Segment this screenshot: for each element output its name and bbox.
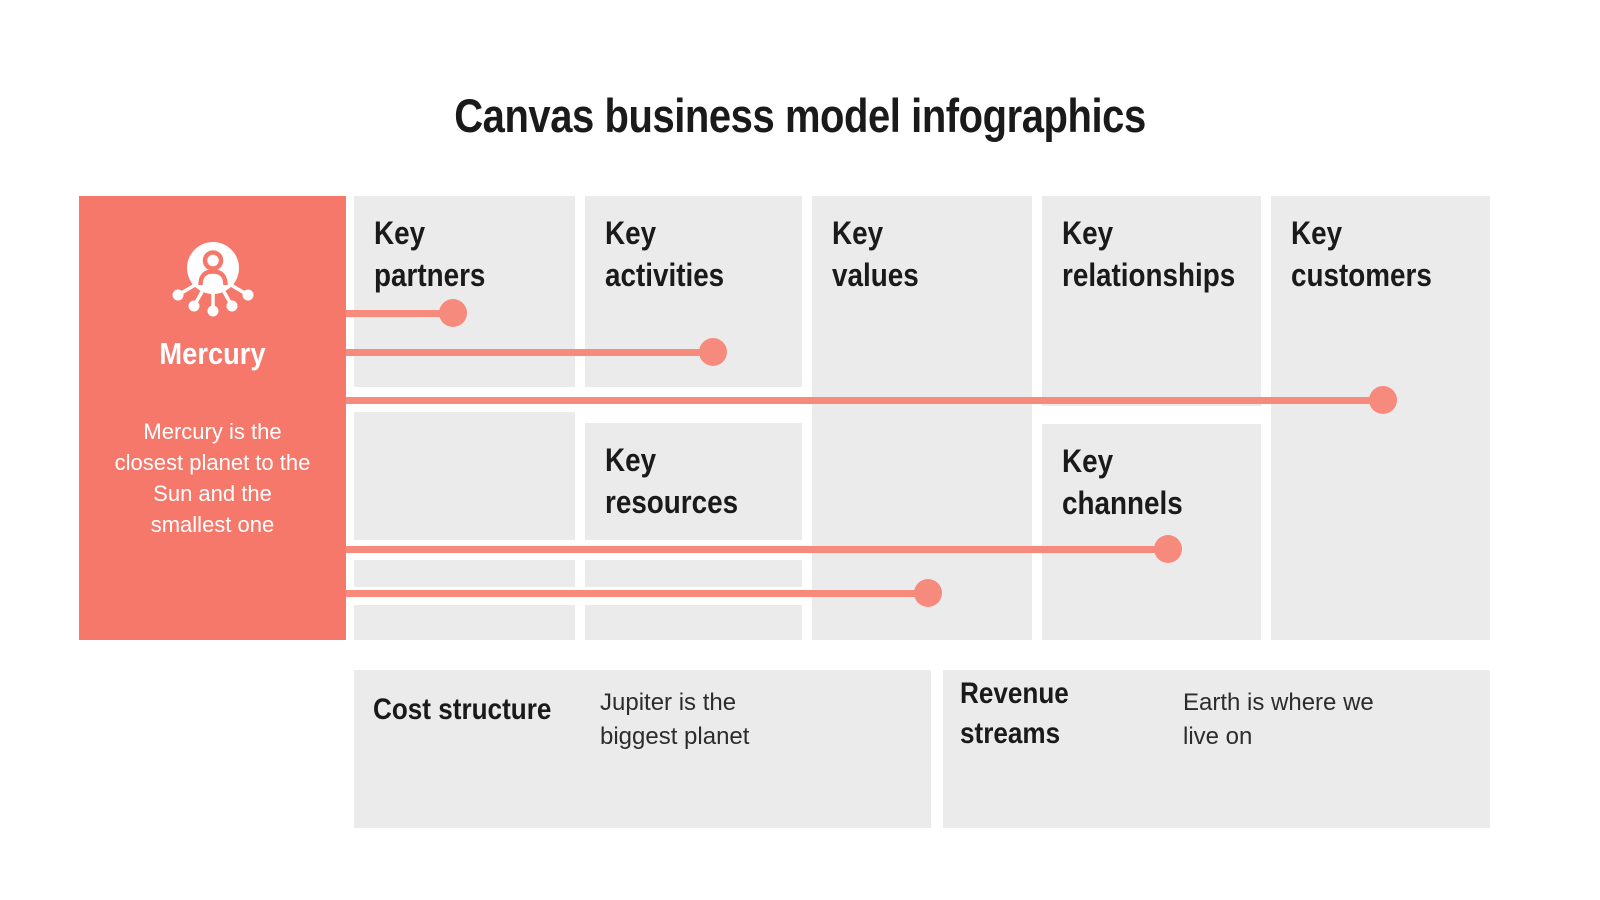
box-revenue-streams: Revenue streams Earth is where we live o… bbox=[943, 670, 1490, 828]
box-key-values-label: Key values bbox=[832, 215, 919, 293]
box-key-partners-label: Key partners bbox=[374, 215, 486, 293]
box-key-values: Key values bbox=[812, 196, 1032, 640]
box-cost-structure: Cost structure Jupiter is the biggest pl… bbox=[354, 670, 931, 828]
card-description: Mercury is the closest planet to the Sun… bbox=[114, 419, 311, 537]
connector-line-key-partners bbox=[340, 309, 453, 317]
box-key-partners: Key partners bbox=[354, 196, 575, 387]
box-key-channels-label: Key channels bbox=[1062, 443, 1183, 521]
box-key-resources: Key resources bbox=[585, 423, 802, 540]
card-heading: Mercury bbox=[159, 336, 266, 371]
box-key-customers-label: Key customers bbox=[1291, 215, 1432, 293]
connector-dot-key-partners bbox=[439, 299, 467, 327]
mercury-card: Mercury Mercury is the closest planet to… bbox=[79, 196, 346, 640]
cost-structure-text: Jupiter is the biggest planet bbox=[600, 689, 750, 750]
connector-dot-key-activities bbox=[699, 338, 727, 366]
box-key-partners-lower bbox=[354, 412, 575, 540]
people-network-icon bbox=[165, 238, 261, 327]
cost-structure-label: Cost structure bbox=[373, 693, 552, 726]
box-key-resources-strip-1 bbox=[585, 560, 802, 587]
page-title: Canvas business model infographics bbox=[454, 89, 1146, 142]
connector-dot-key-channels bbox=[1154, 535, 1182, 563]
revenue-streams-text: Earth is where we live on bbox=[1183, 689, 1374, 750]
box-key-resources-label: Key resources bbox=[605, 442, 739, 520]
box-key-activities: Key activities bbox=[585, 196, 802, 387]
box-key-relationships: Key relationships bbox=[1042, 196, 1261, 406]
box-key-customers: Key customers bbox=[1271, 196, 1490, 640]
box-key-partners-strip-2 bbox=[354, 605, 575, 640]
box-key-relationships-label: Key relationships bbox=[1062, 215, 1236, 293]
connector-dot-key-values bbox=[914, 579, 942, 607]
connector-dot-key-customers bbox=[1369, 386, 1397, 414]
box-key-partners-strip-1 bbox=[354, 560, 575, 587]
box-key-activities-label: Key activities bbox=[605, 215, 725, 293]
box-key-channels: Key channels bbox=[1042, 424, 1261, 640]
connector-line-key-customers bbox=[340, 396, 1383, 404]
connector-line-key-channels bbox=[340, 545, 1168, 553]
revenue-streams-label: Revenue streams bbox=[960, 677, 1069, 750]
box-key-resources-strip-2 bbox=[585, 605, 802, 640]
connector-line-key-values bbox=[340, 589, 928, 597]
connector-line-key-activities bbox=[340, 348, 713, 356]
